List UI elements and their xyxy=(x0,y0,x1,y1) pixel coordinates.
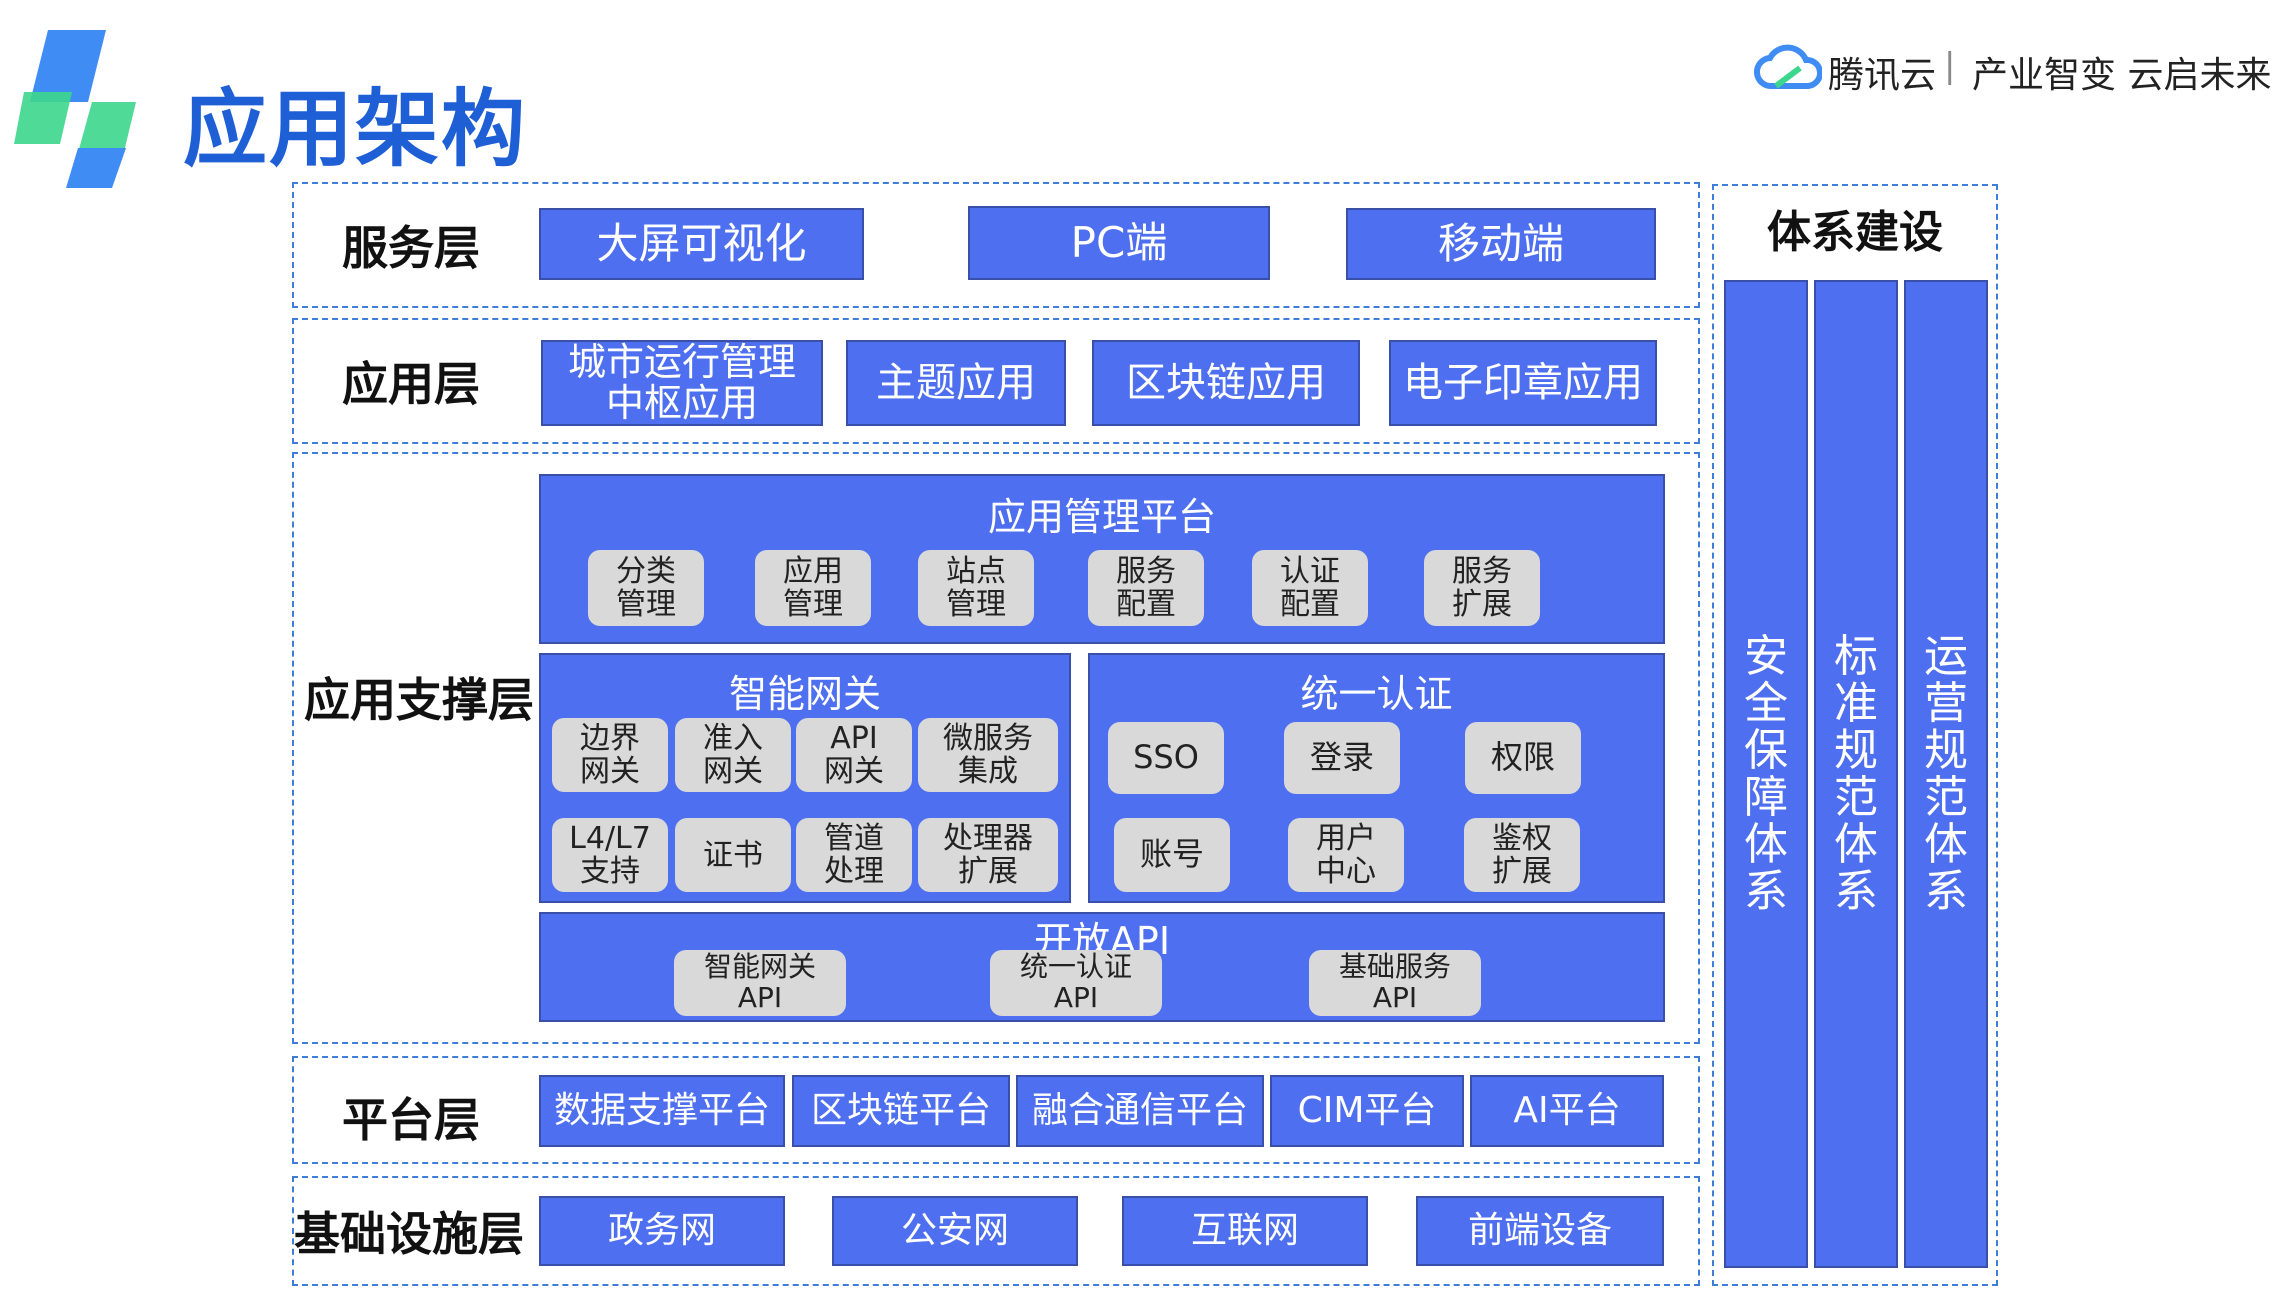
platform-item: 数据支撑平台 xyxy=(539,1075,785,1147)
system-title: 体系建设 xyxy=(1767,207,1943,258)
auth-item: SSO xyxy=(1108,722,1224,794)
support-layer-zone xyxy=(292,452,1700,1044)
platform-item: 区块链平台 xyxy=(792,1075,1010,1147)
system-column: 标准规范体系 xyxy=(1814,280,1898,1268)
brand-name: 腾讯云 xyxy=(1828,55,1937,96)
service-layer-label: 服务层 xyxy=(342,221,480,275)
platform-item: CIM平台 xyxy=(1270,1075,1464,1147)
open-api-item: 基础服务 API xyxy=(1309,950,1481,1016)
open-api-item: 智能网关 API xyxy=(674,950,846,1016)
auth-item: 账号 xyxy=(1114,818,1230,892)
gateway-item: 管道 处理 xyxy=(796,818,912,892)
auth-item: 用户 中心 xyxy=(1288,818,1404,892)
auth-item: 权限 xyxy=(1465,722,1581,794)
system-zone xyxy=(1712,184,1998,1286)
gateway-item: API 网关 xyxy=(796,718,912,792)
brand-slogan: 产业智变 云启未来 xyxy=(1972,55,2272,96)
app-mgmt-item: 认证 配置 xyxy=(1252,550,1368,626)
app-mgmt-item: 服务 扩展 xyxy=(1424,550,1540,626)
gateway-item: L4/L7 支持 xyxy=(552,818,668,892)
gateway-item: 处理器 扩展 xyxy=(918,818,1058,892)
gateway-title: 智能网关 xyxy=(728,672,881,716)
gateway-item: 微服务 集成 xyxy=(918,718,1058,792)
support-layer-label: 应用支撑层 xyxy=(304,673,534,727)
application-layer-zone xyxy=(292,318,1700,444)
gateway-item: 证书 xyxy=(675,818,791,892)
application-layer-label: 应用层 xyxy=(342,357,480,411)
platform-item: AI平台 xyxy=(1470,1075,1664,1147)
system-column-label: 安全保障体系 xyxy=(1744,630,1788,918)
auth-title: 统一认证 xyxy=(1300,672,1453,716)
auth-item: 鉴权 扩展 xyxy=(1464,818,1580,892)
platform-item: 融合通信平台 xyxy=(1016,1075,1264,1147)
logo-mark xyxy=(14,28,144,188)
brand-divider: | xyxy=(1944,46,1956,86)
app-mgmt-item: 应用 管理 xyxy=(755,550,871,626)
system-column-label: 标准规范体系 xyxy=(1834,630,1878,918)
service-item: 大屏可视化 xyxy=(539,208,864,280)
infrastructure-item: 政务网 xyxy=(539,1196,785,1266)
infrastructure-layer-zone xyxy=(292,1176,1700,1286)
infrastructure-item: 前端设备 xyxy=(1416,1196,1664,1266)
system-column: 运营规范体系 xyxy=(1904,280,1988,1268)
infrastructure-item: 互联网 xyxy=(1122,1196,1368,1266)
gateway-item: 准入 网关 xyxy=(675,718,791,792)
app-mgmt-item: 分类 管理 xyxy=(588,550,704,626)
service-layer-zone xyxy=(292,182,1700,308)
platform-layer-zone xyxy=(292,1056,1700,1164)
infrastructure-layer-label: 基础设施层 xyxy=(294,1207,524,1261)
platform-layer-label: 平台层 xyxy=(342,1093,480,1147)
app-mgmt-item: 站点 管理 xyxy=(918,550,1034,626)
service-item: PC端 xyxy=(968,206,1270,280)
application-item: 电子印章应用 xyxy=(1389,340,1657,426)
infrastructure-item: 公安网 xyxy=(832,1196,1078,1266)
service-item: 移动端 xyxy=(1346,208,1656,280)
cloud-icon xyxy=(1753,44,1823,90)
open-api-item: 统一认证 API xyxy=(990,950,1162,1016)
page-title: 应用架构 xyxy=(183,80,528,178)
application-item: 区块链应用 xyxy=(1092,340,1360,426)
application-item: 城市运行管理 中枢应用 xyxy=(541,340,823,426)
gateway-item: 边界 网关 xyxy=(552,718,668,792)
brand-logo xyxy=(1753,42,1823,94)
application-item: 主题应用 xyxy=(846,340,1066,426)
auth-item: 登录 xyxy=(1284,722,1400,794)
app-mgmt-title: 应用管理平台 xyxy=(987,495,1216,539)
system-column-label: 运营规范体系 xyxy=(1924,630,1968,918)
logo-mark-icon xyxy=(14,30,136,188)
system-column: 安全保障体系 xyxy=(1724,280,1808,1268)
app-mgmt-item: 服务 配置 xyxy=(1088,550,1204,626)
